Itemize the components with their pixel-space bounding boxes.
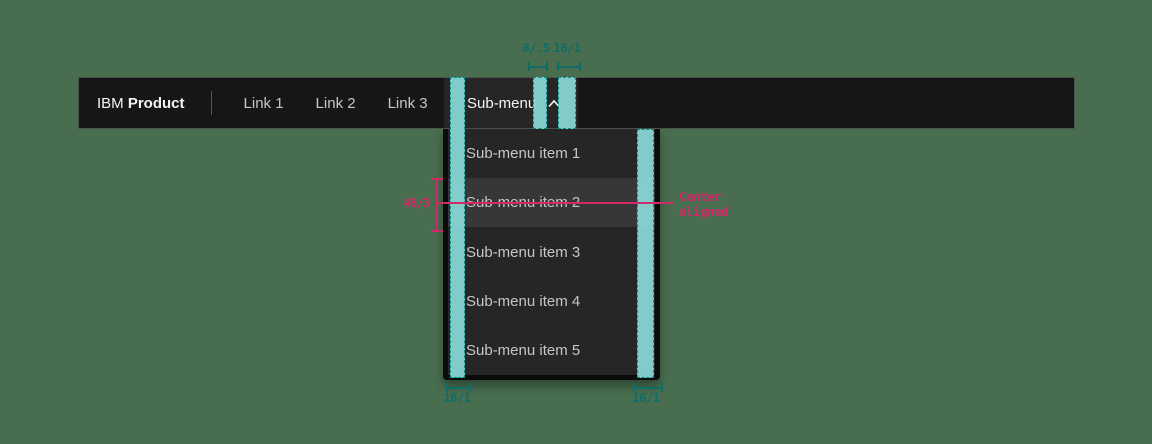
measure-item-height-icon — [431, 178, 443, 232]
center-alignment-line — [437, 202, 674, 204]
spacing-strip-label-chevron-gap — [533, 77, 547, 129]
menu-item-4[interactable]: Sub-menu item 4 — [466, 292, 581, 310]
chevron-up-icon — [548, 99, 560, 108]
item-height-label: 48/3 — [403, 196, 430, 210]
nav-link-1[interactable]: Link 1 — [243, 94, 284, 112]
center-aligned-note: Center aligned — [679, 189, 749, 219]
nav-link-2[interactable]: Link 2 — [315, 94, 356, 112]
measure-menu-left-padding-icon — [446, 383, 471, 392]
brand[interactable]: IBM Product — [97, 95, 185, 112]
submenu-label: Sub-menu — [467, 94, 537, 112]
spacing-strip-right-padding — [558, 77, 576, 129]
spacing-label-right-padding: 16/1 — [553, 41, 581, 55]
submenu-dropdown: Sub-menu item 1 Sub-menu item 2 Sub-menu… — [443, 129, 660, 380]
center-aligned-note-line2: aligned — [679, 204, 729, 219]
measure-menu-right-padding-icon — [633, 383, 663, 392]
menu-item-5[interactable]: Sub-menu item 5 — [466, 341, 581, 359]
menu-item-1[interactable]: Sub-menu item 1 — [466, 145, 581, 163]
measure-right-padding-icon — [557, 62, 581, 71]
brand-name: Product — [127, 94, 185, 112]
header-nav: Link 1 Link 2 Link 3 — [212, 95, 428, 112]
center-aligned-note-line1: Center — [679, 189, 722, 204]
header-divider — [210, 91, 212, 115]
header-bar: IBM Product Link 1 Link 2 Link 3 Sub-men… — [78, 77, 1075, 129]
spacing-strip-menu-right-padding — [637, 129, 654, 378]
brand-prefix: IBM — [97, 94, 124, 112]
nav-link-3[interactable]: Link 3 — [387, 94, 428, 112]
submenu-trigger[interactable]: Sub-menu — [444, 78, 578, 128]
spacing-label-menu-right-padding: 16/1 — [632, 391, 660, 405]
spacing-label-gap: 8/.5 — [522, 41, 550, 55]
spacing-strip-left-padding — [450, 77, 465, 378]
menu-item-3[interactable]: Sub-menu item 3 — [466, 243, 581, 261]
measure-gap-icon — [528, 62, 548, 71]
spacing-label-menu-left-padding: 16/1 — [443, 391, 471, 405]
